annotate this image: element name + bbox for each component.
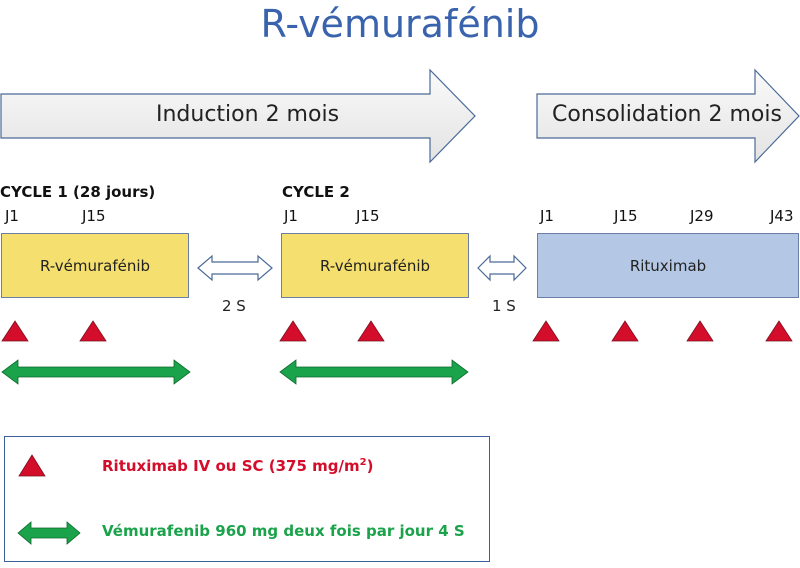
day-label: J43 (770, 207, 794, 225)
interval-label: 1 S (492, 297, 516, 315)
induction-label: Induction 2 mois (156, 102, 340, 127)
interval-arrow-icon (477, 254, 527, 282)
legend-rituximab-superscript: 2 (359, 457, 367, 468)
day-label: J15 (356, 207, 380, 225)
interval-label: 2 S (222, 297, 246, 315)
legend-rituximab-suffix: ) (366, 457, 374, 475)
red-triangle-icon (1, 320, 29, 342)
cycle-1-treatment-box: R-vémurafénib (1, 233, 189, 298)
red-triangle-icon (765, 320, 793, 342)
day-label: J1 (284, 207, 298, 225)
consolidation-label: Consolidation 2 mois (552, 102, 782, 127)
cycle-2-label: CYCLE 2 (282, 183, 350, 201)
rituximab-treatment-box: Rituximab (537, 233, 799, 298)
consolidation-phase-arrow (536, 68, 800, 164)
red-triangle-icon (79, 320, 107, 342)
green-double-arrow-icon (1, 359, 191, 385)
day-label: J29 (690, 207, 714, 225)
red-triangle-icon (686, 320, 714, 342)
day-label: J15 (614, 207, 638, 225)
legend-rituximab-text: Rituximab IV ou SC (375 mg/m2) (102, 457, 373, 475)
day-label: J1 (5, 207, 19, 225)
legend-vemurafenib-text: Vémurafenib 960 mg deux fois par jour 4 … (102, 522, 465, 540)
legend-green-double-arrow-icon (17, 521, 81, 545)
legend-red-triangle-icon (18, 454, 46, 477)
day-label: J15 (82, 207, 106, 225)
day-label: J1 (540, 207, 554, 225)
legend-rituximab-prefix: Rituximab IV ou SC (375 mg/m (102, 457, 360, 475)
interval-arrow-icon (197, 254, 273, 282)
red-triangle-icon (357, 320, 385, 342)
red-triangle-icon (279, 320, 307, 342)
legend-box (4, 436, 490, 562)
induction-phase-arrow (0, 68, 476, 164)
red-triangle-icon (532, 320, 560, 342)
red-triangle-icon (611, 320, 639, 342)
green-double-arrow-icon (279, 359, 469, 385)
diagram-title: R-vémurafénib (260, 2, 540, 46)
cycle-1-label: CYCLE 1 (28 jours) (0, 183, 156, 201)
cycle-2-treatment-box: R-vémurafénib (281, 233, 469, 298)
